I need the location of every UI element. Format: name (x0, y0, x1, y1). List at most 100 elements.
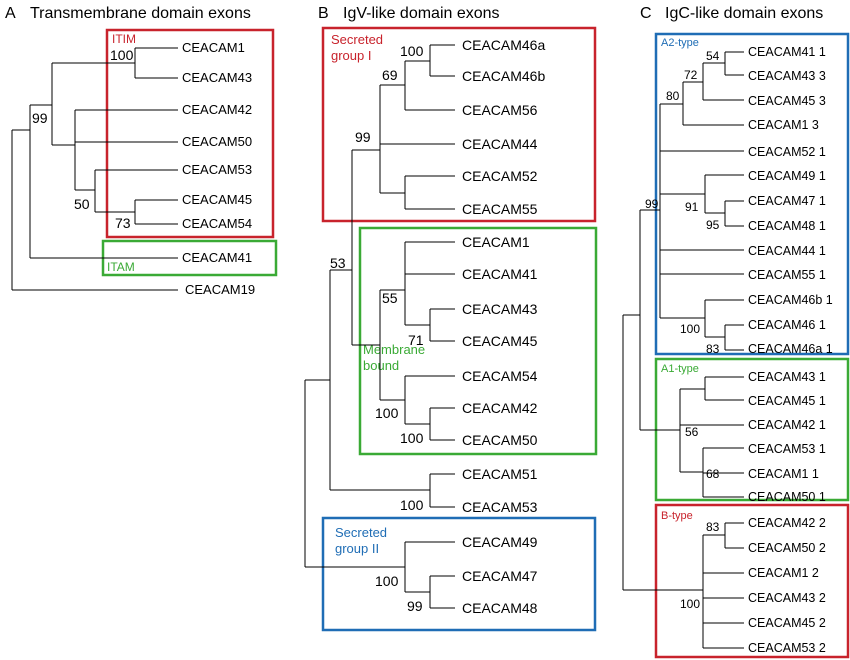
branch (75, 109, 178, 143)
bootstrap-value: 80 (666, 89, 680, 103)
panel-c-title: IgC-like domain exons (665, 5, 823, 22)
branch (724, 200, 744, 227)
tree-a-branches (11, 47, 178, 291)
panel-b-title: IgV-like domain exons (343, 5, 500, 22)
leaf-label: CEACAM54 (462, 368, 538, 384)
branch (702, 534, 744, 649)
branch (429, 473, 455, 508)
itim-label: ITIM (112, 32, 136, 46)
bootstrap-value: 100 (680, 322, 700, 336)
branch (404, 241, 455, 326)
branch (702, 62, 744, 101)
branch (724, 522, 744, 549)
bootstrap-value: 73 (115, 215, 131, 231)
panel-a: A Transmembrane domain exons ITIM ITAM 1… (5, 5, 278, 297)
branch (94, 169, 178, 213)
leaf-label: CEACAM45 1 (748, 394, 826, 408)
bootstrap-value: 55 (382, 290, 398, 306)
bootstrap-value: 100 (110, 47, 134, 63)
leaf-label: CEACAM44 1 (748, 244, 826, 258)
branch (51, 62, 135, 145)
leaf-label: CEACAM42 2 (748, 516, 826, 530)
leaf-label: CEACAM1 1 (748, 467, 819, 481)
bootstrap-value: 71 (408, 332, 424, 348)
bootstrap-value: 54 (706, 49, 720, 63)
leaf-label: CEACAM41 (462, 266, 538, 282)
itam-label: ITAM (107, 260, 135, 274)
leaf-label: CEACAM42 (182, 102, 252, 117)
bootstrap-value: 83 (706, 342, 720, 356)
leaf-label: CEACAM53 1 (748, 442, 826, 456)
leaf-label: CEACAM49 1 (748, 169, 826, 183)
branch (679, 388, 744, 473)
leaf-label: CEACAM52 (462, 168, 538, 184)
leaf-label: CEACAM50 (462, 432, 538, 448)
bootstrap-value: 99 (355, 129, 371, 145)
branch (429, 575, 455, 609)
leaf-label: CEACAM43 1 (748, 370, 826, 384)
bootstrap-value: 100 (400, 430, 424, 446)
leaf-label: CEACAM53 (462, 499, 538, 515)
leaf-label: CEACAM51 (462, 466, 538, 482)
membrane-bound-label: Membrane (363, 342, 425, 357)
secreted-group-i-box (321, 26, 597, 223)
leaf-label: CEACAM43 (462, 301, 538, 317)
leaf-label: CEACAM46 1 (748, 318, 826, 332)
a2-type-box (654, 32, 850, 356)
panel-a-letter: A (5, 5, 16, 22)
leaf-label: CEACAM41 (182, 250, 252, 265)
bootstrap-value: 68 (706, 467, 720, 481)
panel-b: B IgV-like domain exons Secreted group I… (304, 5, 598, 632)
leaf-label: CEACAM46b 1 (748, 293, 833, 307)
bootstrap-value: 100 (375, 405, 399, 421)
leaf-label: CEACAM19 (185, 282, 255, 297)
leaf-label: CEACAM49 (462, 534, 538, 550)
leaf-label: CEACAM53 (182, 162, 252, 177)
leaf-label: CEACAM1 (462, 234, 530, 250)
b-type-label: B-type (661, 510, 693, 522)
tree-b-branches (304, 44, 455, 609)
tree-c-branches (622, 51, 744, 649)
leaf-label: CEACAM50 (182, 134, 252, 149)
bootstrap-value: 95 (706, 218, 720, 232)
leaf-label: CEACAM54 (182, 216, 252, 231)
leaf-label: CEACAM43 2 (748, 591, 826, 605)
leaf-label: CEACAM45 (462, 333, 538, 349)
branch (74, 110, 95, 191)
bootstrap-value: 72 (684, 68, 698, 82)
branch (379, 85, 455, 194)
membrane-bound-label: bound (363, 358, 399, 373)
bootstrap-value: 53 (330, 255, 346, 271)
branch (429, 407, 455, 441)
branch (682, 81, 744, 126)
a2-type-label: A2-type (661, 37, 699, 49)
branch (724, 324, 744, 351)
bootstrap-value: 91 (685, 200, 699, 214)
leaf-label: CEACAM46b (462, 68, 545, 84)
leaf-label: CEACAM43 3 (748, 69, 826, 83)
leaf-label: CEACAM56 (462, 102, 538, 118)
leaf-label: CEACAM46a 1 (748, 342, 833, 356)
branch (134, 199, 178, 225)
leaf-label: CEACAM42 (462, 400, 538, 416)
leaf-label: CEACAM44 (462, 136, 538, 152)
secreted-group-i-label: group I (331, 48, 371, 63)
leaf-label: CEACAM1 3 (748, 118, 819, 132)
leaf-label: CEACAM47 (462, 568, 538, 584)
branch (429, 44, 455, 77)
a1-type-label: A1-type (661, 363, 699, 375)
leaf-label: CEACAM48 (462, 600, 538, 616)
panel-a-title: Transmembrane domain exons (30, 5, 251, 22)
bootstrap-value: 100 (680, 597, 700, 611)
bootstrap-value: 83 (706, 520, 720, 534)
bootstrap-value: 50 (74, 196, 90, 212)
bootstrap-value: 99 (407, 598, 423, 614)
leaf-label: CEACAM41 1 (748, 45, 826, 59)
leaf-label: CEACAM52 1 (748, 145, 826, 159)
panel-c: C IgC-like domain exons A2-type A1-type … (622, 5, 850, 659)
leaf-label: CEACAM45 (182, 192, 252, 207)
bootstrap-value: 69 (382, 67, 398, 83)
branch (11, 129, 178, 291)
panel-b-letter: B (318, 5, 329, 22)
leaf-label: CEACAM50 1 (748, 490, 826, 504)
